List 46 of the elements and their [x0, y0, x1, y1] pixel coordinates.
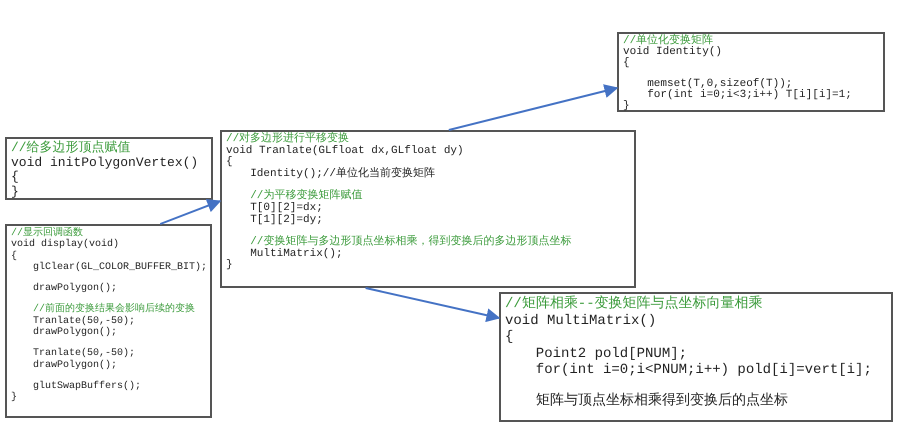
code-line: void display(void) — [11, 239, 120, 250]
code-line: glClear(GL_COLOR_BUFFER_BIT); — [32, 262, 206, 274]
code-line: T[0][2]=dx; — [249, 202, 324, 214]
code-line: void Identity() — [623, 46, 724, 58]
arrow — [365, 287, 500, 322]
code-line: Point2 pold[PNUM]; — [534, 346, 688, 362]
code-comment: //单位化变换矩阵 — [623, 36, 714, 47]
code-comment: //变换矩阵与多边形顶点坐标相乘，得到变换后的多边形顶点坐标 — [249, 237, 572, 248]
code-line: glutSwapBuffers(); — [32, 380, 142, 392]
code-line: } — [11, 392, 18, 404]
code-box — [5, 224, 212, 418]
code-box — [220, 130, 636, 288]
code-line: Tranlate(50,-50); — [32, 316, 136, 327]
code-comment: //前面的变换结果会影响后续的变换 — [32, 304, 196, 316]
code-line: { — [11, 170, 20, 184]
code-comment: //给多边形顶点赋值 — [11, 141, 132, 156]
code-line: { — [623, 58, 631, 68]
code-comment: //显示回调函数 — [11, 228, 84, 239]
code-line: drawPolygon(); — [32, 327, 118, 338]
code-line: MultiMatrix(); — [249, 248, 344, 260]
code-comment: //为平移变换矩阵赋值 — [249, 191, 364, 202]
code-line: Tranlate(50,-50); — [32, 348, 136, 360]
code-line: } — [623, 100, 631, 112]
arrow — [448, 84, 618, 131]
code-line: void Tranlate(GLfloat dx,GLfloat dy) — [226, 146, 465, 157]
code-box — [499, 292, 893, 422]
code-line: { — [11, 250, 18, 262]
code-box — [5, 137, 213, 200]
code-line: for(int i=0;i<PNUM;i++) pold[i]=vert[i]; — [534, 362, 873, 378]
code-line: { — [505, 329, 514, 346]
code-line: T[1][2]=dy; — [249, 214, 324, 226]
code-comment: //对多边形进行平移变换 — [226, 134, 350, 145]
code-line: Identity();//单位化当前变换矩阵 — [249, 168, 436, 180]
code-line: { — [226, 157, 234, 169]
code-line: void initPolygonVertex() — [11, 156, 200, 170]
code-line: } — [11, 184, 20, 199]
code-comment: //矩阵相乘--变换矩阵与点坐标向量相乘 — [505, 296, 764, 312]
code-box — [617, 32, 885, 112]
code-line: } — [226, 260, 234, 272]
code-line: drawPolygon(); — [32, 360, 118, 371]
code-line: memset(T,0,sizeof(T)); — [646, 79, 792, 90]
code-line: drawPolygon(); — [32, 283, 118, 294]
code-line: void MultiMatrix() — [505, 312, 658, 329]
arrow — [160, 199, 222, 225]
code-line: for(int i=0;i<3;i++) T[i][i]=1; — [646, 90, 853, 101]
code-line: 矩阵与顶点坐标相乘得到变换后的点坐标 — [534, 392, 789, 409]
